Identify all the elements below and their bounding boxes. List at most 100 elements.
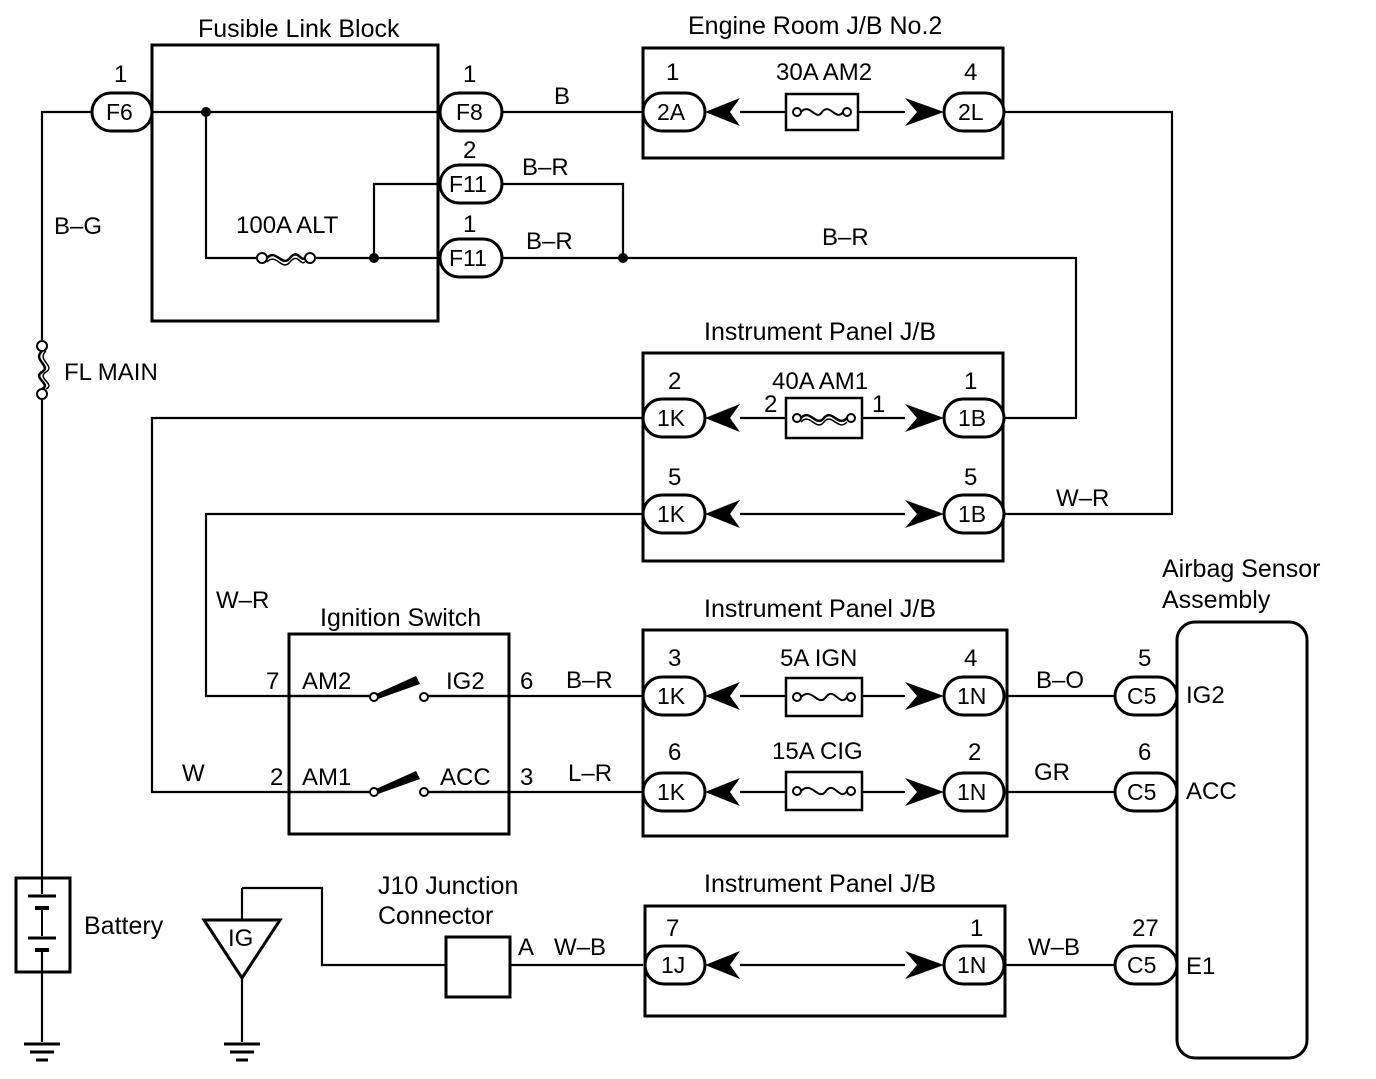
- pin-number: 2: [270, 764, 283, 791]
- pin-number: 1: [114, 61, 127, 88]
- connector-1k-2: [641, 397, 707, 439]
- fuse-40a-am1-label: 40A AM1: [772, 368, 868, 395]
- pin-number: 27: [1132, 915, 1159, 942]
- pin-number: 6: [1138, 739, 1151, 766]
- j10-connector-box: [444, 935, 512, 999]
- pin-number: 1: [970, 915, 983, 942]
- wire-color-label: B–R: [566, 667, 613, 694]
- connector-1b-1: [942, 397, 1006, 439]
- pin-number: 2: [463, 137, 476, 164]
- connector-f8: [438, 91, 504, 133]
- pin-number: 7: [266, 668, 279, 695]
- connector-labels: F6 F8 F11 F11 2A 2L 1K 1B 1K 1B 1K 1N 1K…: [106, 99, 1156, 978]
- connector-f6: [90, 91, 154, 133]
- connector-label: 1J: [661, 952, 685, 978]
- connector-label: 1N: [957, 779, 986, 805]
- chevron-left-icon: [705, 500, 740, 528]
- junction-dot: [201, 107, 211, 117]
- ignition-switch-title: Ignition Switch: [320, 604, 481, 632]
- pin-number: 5: [668, 464, 681, 491]
- pin-number: 2: [968, 739, 981, 766]
- connector-1j-7: [643, 944, 707, 986]
- battery-label: Battery: [84, 912, 164, 940]
- connector-c5-5: [1113, 675, 1179, 717]
- chevron-left-icon: [705, 682, 740, 710]
- terminal-label: E1: [1186, 953, 1215, 980]
- pin-number: 1: [872, 391, 885, 418]
- connector-label: C5: [1127, 779, 1156, 805]
- wire-color-label: B–O: [1036, 667, 1084, 694]
- connector-1k-6: [641, 771, 707, 813]
- wire-color-label: GR: [1034, 759, 1070, 786]
- switch-ig2-contact: [419, 692, 429, 702]
- chevron-left-icon: [705, 778, 740, 806]
- fuse-40a-am1-symbol: [784, 396, 864, 440]
- pin-number: 2: [764, 391, 777, 418]
- connector-label: 1K: [657, 683, 686, 709]
- connector-1k-5: [641, 493, 707, 535]
- pin-number: 1: [964, 368, 977, 395]
- connector-label: C5: [1127, 683, 1156, 709]
- connector-label: 2L: [958, 99, 984, 125]
- wire-color-label: B–R: [526, 228, 573, 255]
- chevron-right-icon: [905, 404, 944, 432]
- wire-alt-branch: [204, 112, 256, 260]
- terminal-label: IG2: [1186, 682, 1225, 709]
- pin-number: 2: [668, 368, 681, 395]
- wire-color-label: B: [554, 83, 570, 110]
- fuse-fl-main-symbol: [36, 340, 50, 400]
- chevron-left-icon: [705, 951, 740, 979]
- ip-jb-1-title: Instrument Panel J/B: [704, 318, 936, 346]
- connector-c5-6: [1113, 771, 1179, 813]
- terminal-labels: AM2 IG2 AM1 ACC IG2 ACC E1: [302, 668, 1237, 980]
- fusible-link-block-title: Fusible Link Block: [198, 15, 400, 43]
- pin-number: 4: [964, 59, 977, 86]
- airbag-sensor-title-1: Airbag Sensor: [1162, 555, 1320, 583]
- pin-number: 6: [668, 739, 681, 766]
- j10-title-1: J10 Junction: [378, 872, 518, 900]
- connector-label: 1N: [957, 683, 986, 709]
- fuses: [36, 92, 864, 812]
- chevron-right-icon: [905, 98, 944, 126]
- wire-color-label: B–R: [522, 154, 569, 181]
- chevron-right-icon: [905, 682, 944, 710]
- pin-number: 5: [964, 464, 977, 491]
- wire-w: [150, 416, 643, 794]
- wire-w-r-2l: [1004, 110, 1174, 516]
- connector-2a: [641, 91, 707, 133]
- ip-jb-2-box: [641, 628, 1009, 838]
- connector-1n-4: [942, 675, 1006, 717]
- switch-am1-lever: [376, 771, 420, 794]
- connector-label: 1N: [957, 952, 986, 978]
- chevron-right-icon: [905, 951, 944, 979]
- wire-color-label: W–R: [216, 587, 269, 614]
- fuse-15a-cig-label: 15A CIG: [772, 738, 863, 765]
- ip-jb-2-title: Instrument Panel J/B: [704, 595, 936, 623]
- terminal-label: ACC: [440, 764, 491, 791]
- wire-b-g: [40, 110, 92, 340]
- connector-label: 1K: [657, 779, 686, 805]
- switch-acc-contact: [419, 787, 429, 797]
- wire-color-labels: B B–G B–R B–R B–R W–R W–R B–R L–R W B–O …: [54, 83, 1109, 961]
- connector-label: 1B: [958, 405, 986, 431]
- chevron-left-icon: [705, 404, 740, 432]
- fuse-30a-am2-label: 30A AM2: [776, 59, 872, 86]
- ground-icon: [24, 1042, 60, 1062]
- junction-dot: [369, 253, 379, 263]
- battery-symbol: [14, 876, 72, 974]
- pin-number: 3: [520, 764, 533, 791]
- ignition-switch-box: [287, 632, 511, 836]
- chevron-right-icon: [905, 778, 944, 806]
- pin-number: 5: [1138, 645, 1151, 672]
- pin-number: A: [518, 934, 534, 961]
- pin-number: 4: [964, 645, 977, 672]
- switch-am2-lever: [376, 676, 420, 699]
- chevron-right-icon: [905, 500, 944, 528]
- connector-label: 2A: [657, 99, 686, 125]
- pin-number: 1: [666, 59, 679, 86]
- connector-2l: [942, 91, 1006, 133]
- wires: [40, 110, 1174, 1042]
- terminal-label: ACC: [1186, 778, 1237, 805]
- pin-number: 1: [463, 61, 476, 88]
- fuse-100a-alt-symbol: [256, 252, 316, 266]
